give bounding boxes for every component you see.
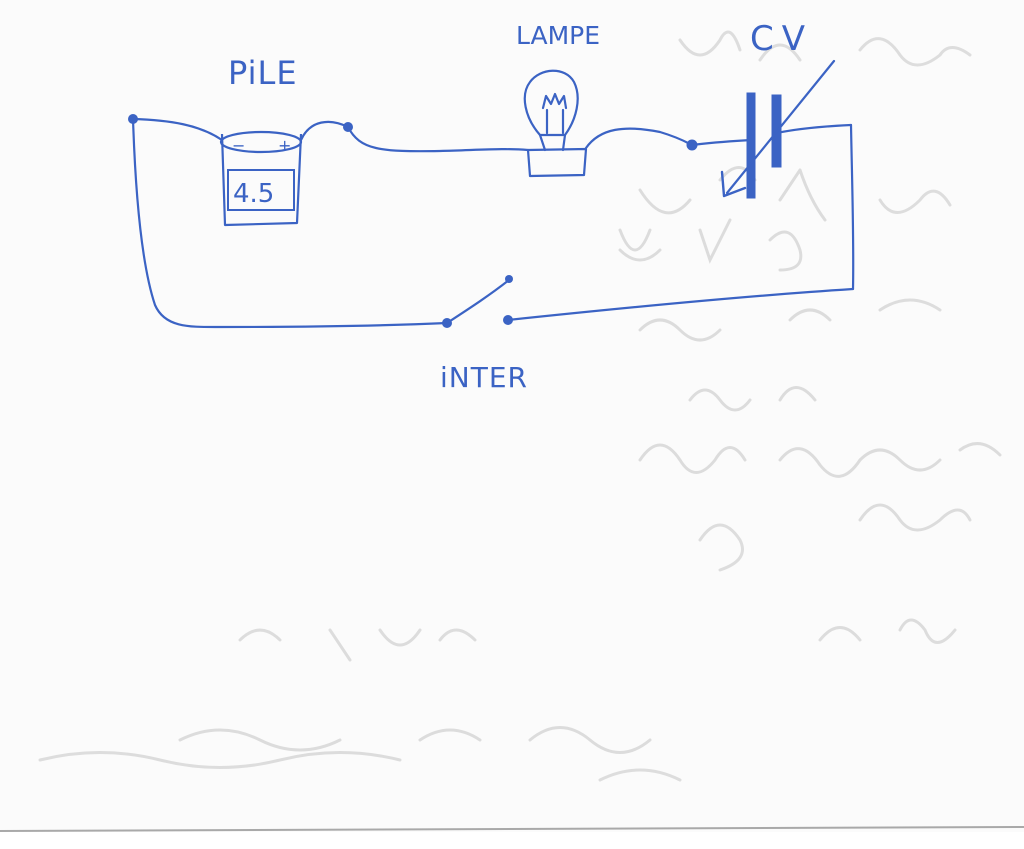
paper-bottom-edge bbox=[0, 832, 1024, 849]
lamp-socket bbox=[526, 147, 588, 178]
label-cv: CV bbox=[750, 19, 813, 59]
capacitor-plate-left bbox=[746, 92, 756, 199]
battery-plus-label: + bbox=[278, 136, 291, 155]
wire-bottom-right bbox=[506, 287, 855, 322]
junction-dots bbox=[128, 114, 698, 328]
wire-lamp-to-junction bbox=[584, 127, 694, 150]
wire-terminal-to-lamp bbox=[346, 125, 530, 153]
switch-contact-lever-tip bbox=[505, 275, 513, 283]
battery-body bbox=[220, 133, 303, 227]
lamp-socket-top bbox=[538, 133, 567, 152]
junction-dot-capacitor bbox=[686, 139, 698, 151]
switch-lever bbox=[445, 278, 511, 325]
lamp-filament bbox=[541, 92, 568, 135]
switch-contact-left bbox=[442, 318, 452, 328]
battery-value-box bbox=[227, 169, 295, 211]
junction-dot-left bbox=[128, 114, 138, 124]
wire-left-side bbox=[131, 117, 449, 329]
lamp-symbol bbox=[523, 69, 588, 178]
paper-edge-line bbox=[0, 826, 1024, 832]
label-lampe: LAMPE bbox=[516, 21, 600, 50]
variable-capacitor-symbol bbox=[720, 59, 836, 199]
capacitor-arrow-head bbox=[720, 170, 747, 198]
battery-top bbox=[219, 130, 303, 154]
label-inter: iNTER bbox=[440, 361, 528, 394]
label-pile: PiLE bbox=[228, 54, 298, 92]
junction-dot-battery-terminal bbox=[343, 122, 353, 132]
bleed-through-marks bbox=[38, 30, 1002, 782]
capacitor-arrow-line bbox=[725, 59, 836, 195]
wire-capacitor-to-right bbox=[775, 123, 853, 135]
wire-right-side bbox=[849, 123, 855, 291]
battery-minus-label: − bbox=[232, 136, 245, 155]
wire-left-to-battery bbox=[131, 117, 224, 142]
battery-symbol: − + 4.5 bbox=[219, 130, 303, 227]
lamp-bulb bbox=[523, 69, 579, 137]
battery-value-label: 4.5 bbox=[233, 179, 274, 209]
switch-contact-right bbox=[503, 315, 513, 325]
